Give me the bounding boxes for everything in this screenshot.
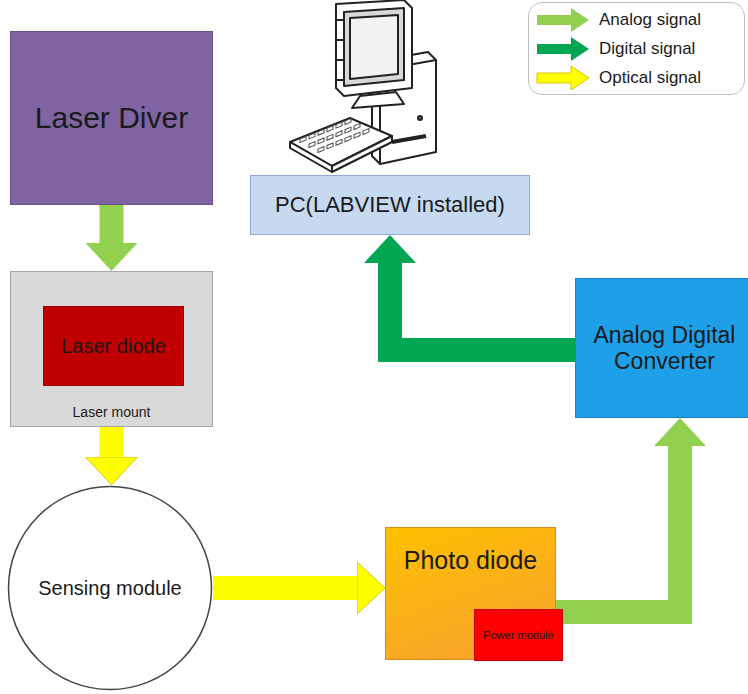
keyboard-key: [345, 119, 351, 125]
process-box: Analog Digital Converter: [575, 278, 748, 418]
legend-label: Analog signal: [599, 10, 701, 30]
keyboard-key: [363, 129, 369, 135]
keyboard-key: [327, 143, 333, 149]
process-box: PC(LABVIEW installed): [250, 175, 530, 235]
keyboard-key: [336, 139, 342, 145]
signal-arrow: [556, 446, 680, 612]
keyboard-key: [318, 138, 324, 144]
keyboard-key: [354, 124, 360, 130]
legend-row: Analog signal: [535, 7, 701, 33]
node-label: Sensing module: [32, 577, 187, 600]
legend-swatch: [535, 36, 591, 62]
circle-shape: [9, 487, 212, 690]
signal-arrow: [213, 576, 357, 600]
component-box: Power module: [474, 609, 563, 661]
process-box: Laser Diver: [10, 31, 213, 205]
node-label: Analog Digital Converter: [576, 322, 748, 375]
computer-icon: [290, 0, 436, 172]
node-label: Laser diode: [55, 335, 172, 358]
signal-arrow: [100, 205, 124, 243]
signal-arrow: [100, 427, 124, 457]
keyboard-key: [327, 134, 333, 140]
keyboard-key: [318, 147, 324, 153]
node-label: Power module: [477, 629, 559, 642]
keyboard-key: [300, 137, 306, 143]
legend-arrow: [537, 8, 589, 32]
keyboard-key: [309, 142, 315, 148]
keyboard-key: [345, 136, 351, 142]
legend-label: Optical signal: [599, 68, 701, 88]
node-label: Laser Diver: [29, 101, 194, 136]
signal-arrow: [390, 263, 575, 350]
node-label: Laser mount: [67, 404, 157, 420]
legend-label: Digital signal: [599, 39, 695, 59]
legend-row: Digital signal: [535, 36, 695, 62]
process-box: Photo diodePower module: [385, 527, 556, 660]
legend-arrow: [537, 66, 589, 90]
keyboard-key: [327, 126, 333, 132]
legend-arrow: [537, 37, 589, 61]
legend-box: Analog signalDigital signalOptical signa…: [528, 2, 745, 95]
legend-row: Optical signal: [535, 65, 701, 91]
legend-swatch: [535, 7, 591, 33]
keyboard-key: [336, 122, 342, 128]
keyboard-key: [345, 127, 351, 133]
legend-swatch: [535, 65, 591, 91]
module-circle: Sensing module: [7, 485, 213, 691]
component-box: Laser diode: [43, 306, 184, 386]
keyboard-key: [336, 131, 342, 137]
keyboard-key: [318, 129, 324, 135]
mount-box: Laser mount Laser diode: [10, 271, 213, 427]
keyboard-key: [309, 133, 315, 139]
node-label: Photo diode: [398, 546, 543, 575]
keyboard-key: [354, 132, 360, 138]
node-label: PC(LABVIEW installed): [269, 192, 511, 217]
